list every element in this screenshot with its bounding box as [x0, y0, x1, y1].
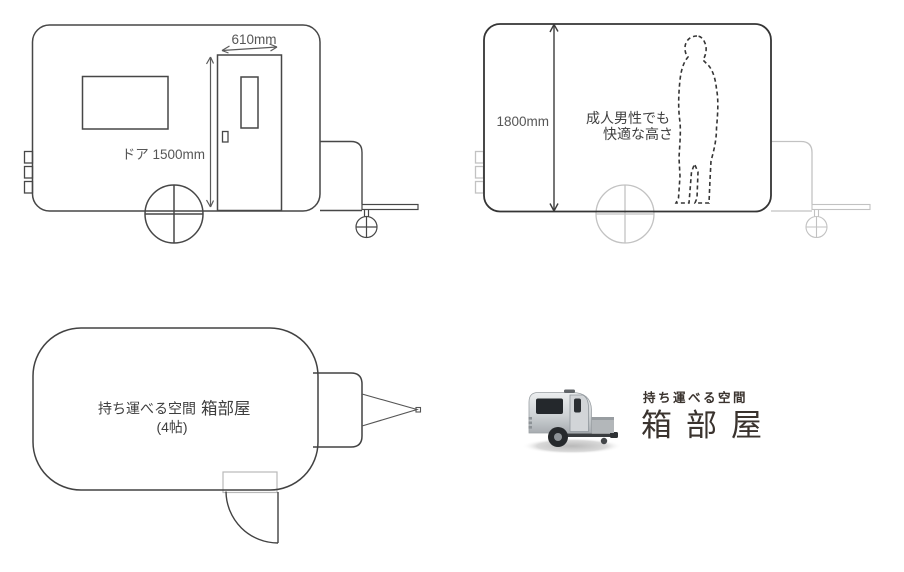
comfort-note-line1: 成人男性でも — [586, 110, 670, 126]
comfort-note-line2: 快適な高さ — [603, 126, 673, 142]
door-window — [240, 76, 259, 129]
trailer-body-outline — [483, 23, 772, 213]
photo-jack-wheel — [600, 437, 608, 445]
door-closed-position — [222, 471, 278, 494]
interior-height-label: 1800mm — [496, 114, 549, 129]
plan-tongue-box — [313, 372, 363, 448]
photo-coupler — [610, 432, 618, 438]
trailer-shadow — [522, 438, 622, 454]
side-vents — [23, 150, 34, 194]
wheel-gray — [595, 184, 655, 244]
plan-drawbar — [361, 393, 422, 427]
plan-caption-prefix: 持ち運べる空間 — [98, 401, 196, 417]
hitch-frame-gray — [771, 140, 871, 212]
plan-body-outline — [32, 327, 319, 491]
plan-caption-brand: 箱部屋 — [201, 399, 251, 418]
door-height-label: ドア 1500mm — [122, 147, 205, 162]
plan-view-diagram: 持ち運べる空間 箱部屋 (4帖) — [0, 286, 452, 572]
door-width-dimension — [221, 43, 278, 54]
photo-roof-vent — [564, 389, 575, 393]
photo-hitch-bar — [550, 433, 614, 437]
photo-window — [536, 398, 563, 414]
side-view-height-diagram: 1800mm 成人男性でも 快適な高さ — [452, 0, 904, 286]
photo-door-window — [574, 398, 581, 413]
door-width-label: 610mm — [231, 32, 276, 47]
trailer-door — [216, 54, 283, 212]
logo-tagline: 持ち運べる空間 — [643, 390, 748, 405]
photo-side-vents — [528, 417, 532, 429]
trailer-window — [81, 75, 169, 130]
trailer-photo — [522, 389, 622, 454]
jockey-wheel-gray — [805, 209, 828, 239]
side-view-door-diagram: 610mm ドア 1500mm — [0, 0, 452, 286]
brand-logo: 持ち運べる空間 箱部屋 — [452, 286, 904, 572]
door-handle — [221, 130, 229, 143]
wheel — [144, 184, 204, 244]
height-dimension — [549, 24, 559, 212]
photo-storage-box — [591, 417, 614, 433]
plan-caption-sub: (4帖) — [156, 419, 187, 435]
logo-brand: 箱部屋 — [641, 408, 776, 443]
photo-wheel-hub — [554, 433, 562, 441]
side-vents-gray — [474, 150, 485, 194]
jockey-wheel — [355, 209, 378, 239]
door-swing — [225, 491, 279, 544]
trailer-body-outline — [31, 24, 321, 212]
human-silhouette — [674, 35, 719, 204]
door-height-dimension — [205, 56, 215, 208]
hitch-frame — [320, 140, 419, 212]
